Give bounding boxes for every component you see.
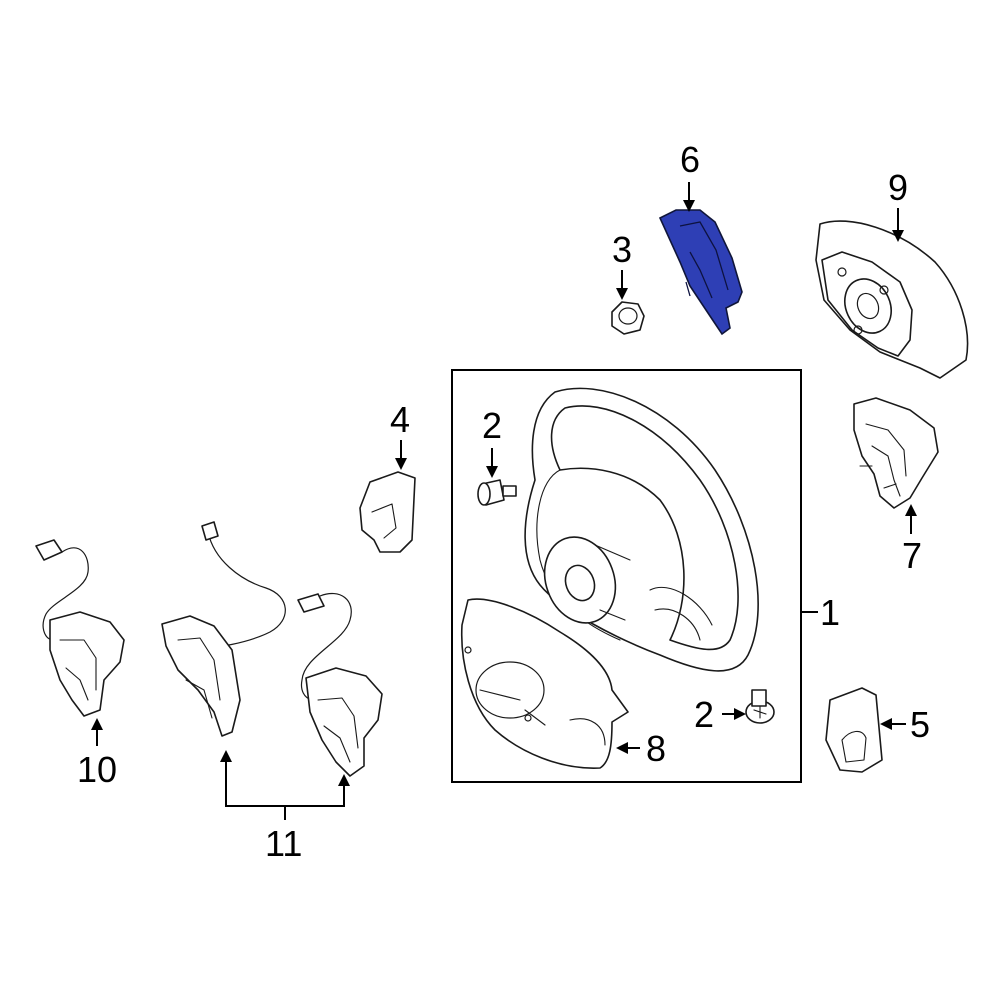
arrowhead-6: [683, 200, 695, 212]
screw-upper[interactable]: [477, 479, 517, 506]
arrowhead-9: [892, 230, 904, 242]
arrowhead-10: [91, 718, 103, 730]
callout-2-lower: 2: [694, 694, 714, 735]
switch-right[interactable]: [853, 397, 939, 509]
callout-8: 8: [646, 728, 666, 769]
leader-11: [225, 762, 345, 820]
callout-1: 1: [820, 592, 840, 633]
callout-9: 9: [888, 167, 908, 208]
callout-4: 4: [390, 399, 410, 440]
arrowhead-2-upper: [486, 466, 498, 478]
arrowhead-5: [880, 718, 892, 730]
switch-left-10[interactable]: [35, 539, 125, 717]
arrowhead-3: [616, 288, 628, 300]
arrowhead-2-lower: [734, 708, 746, 720]
callout-3: 3: [612, 229, 632, 270]
callout-2-upper: 2: [482, 405, 502, 446]
arrowhead-11-left: [220, 750, 232, 762]
steering-wheel[interactable]: [524, 387, 759, 672]
switch-pair-11-right[interactable]: [297, 592, 383, 777]
nut[interactable]: [611, 301, 645, 335]
arrowhead-8: [616, 742, 628, 754]
callout-11: 11: [265, 823, 302, 864]
screw-lower[interactable]: [745, 689, 775, 724]
switch-cover[interactable]: [825, 687, 883, 773]
bracket[interactable]: [359, 471, 416, 553]
arrowhead-11-right: [338, 774, 350, 786]
switch-pair-11-left[interactable]: [161, 521, 286, 737]
airbag-module[interactable]: [815, 220, 969, 379]
lower-cover[interactable]: [460, 598, 629, 769]
trim-cover-highlighted[interactable]: [658, 209, 743, 336]
callout-5: 5: [910, 704, 930, 745]
callout-10: 10: [77, 749, 117, 790]
arrowhead-7: [905, 504, 917, 516]
assembly-frame: [451, 369, 802, 783]
callout-6: 6: [680, 139, 700, 180]
arrowhead-4: [395, 458, 407, 470]
callout-7: 7: [902, 535, 922, 576]
